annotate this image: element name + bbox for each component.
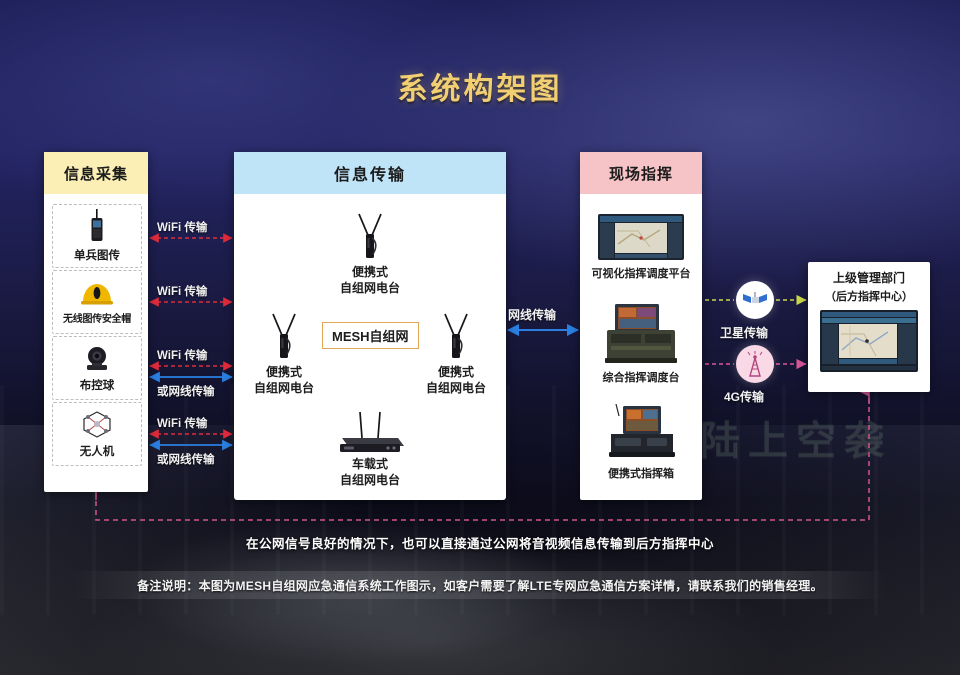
drone-icon: [83, 411, 111, 438]
page-title: 系统构架图: [397, 73, 563, 106]
upper-authority-subtitle: （后方指挥中心）: [825, 291, 913, 303]
portable-command-case-icon: [609, 404, 675, 457]
panel-collect-header: 信息采集: [44, 152, 148, 194]
signal-tower-icon: [747, 351, 763, 377]
command-item-portable-case[interactable]: 便携式指挥箱: [586, 404, 696, 481]
ptz-camera-icon: [87, 347, 107, 370]
transmit-node-label-1: 便携式: [265, 365, 302, 379]
background-watermark: 陆上空袭: [700, 419, 892, 463]
transmit-node-label-2: 自组网电台: [253, 381, 314, 395]
footnote-text: 备注说明：本图为MESH自组网应急通信系统工作图示，如客户需要了解LTE专网应急…: [72, 571, 888, 599]
map-dispatch-screen-icon: [820, 310, 918, 372]
link-label-wifi-4: WiFi 传输: [157, 418, 208, 430]
satellite-icon: [743, 292, 767, 303]
panel-upper-authority: 上级管理部门 （后方指挥中心）: [808, 262, 930, 392]
collect-item-drone[interactable]: 无人机: [52, 402, 142, 466]
panel-transmit-header: 信息传输: [234, 152, 506, 194]
link-label-lan-center: 网线传输: [508, 308, 557, 322]
link-label-lan-3: 或网线传输: [157, 386, 215, 398]
collect-item-helmet[interactable]: 无线图传安全帽: [52, 270, 142, 334]
command-console-icon: [605, 304, 677, 363]
link-label-wifi-3: WiFi 传输: [157, 350, 208, 362]
transmit-node-bottom[interactable]: 车载式 自组网电台: [320, 410, 420, 488]
portable-radio-icon: [358, 213, 382, 258]
link-label-wifi-1: WiFi 传输: [157, 222, 208, 234]
handheld-radio-icon: [91, 209, 103, 241]
transmit-node-label-1: 车载式: [351, 457, 388, 471]
safety-helmet-icon: [81, 283, 113, 304]
command-item-label: 综合指挥调度台: [602, 372, 680, 384]
transmit-node-label-2: 自组网电台: [425, 381, 486, 395]
upper-authority-title: 上级管理部门: [832, 271, 905, 285]
transmit-node-top[interactable]: 便携式 自组网电台: [320, 212, 420, 296]
link-label-wifi-2: WiFi 传输: [157, 286, 208, 298]
collect-item-label: 单兵图传: [74, 250, 120, 262]
dispatch-monitor-icon: [598, 214, 684, 260]
public-network-caption: 在公网信号良好的情况下，也可以直接通过公网将音视频信息传输到后方指挥中心: [245, 537, 714, 551]
transmit-node-label-2: 自组网电台: [339, 281, 400, 295]
satellite-icon-badge: [736, 281, 774, 319]
transmit-node-label-1: 便携式: [351, 265, 388, 279]
panel-information-collection: 信息采集 单兵图传 无线图传安全帽: [44, 152, 148, 492]
collect-item-label: 无线图传安全帽: [63, 313, 131, 325]
link-label-satellite: 卫星传输: [720, 326, 769, 340]
command-item-command-console[interactable]: 综合指挥调度台: [586, 304, 696, 385]
link-label-4g: 4G传输: [724, 390, 765, 404]
collect-item-ptz-camera[interactable]: 布控球: [52, 336, 142, 400]
panel-information-transmission: 信息传输 便携式 自组网电台: [234, 152, 506, 500]
transmit-node-left[interactable]: 便携式 自组网电台: [238, 312, 330, 396]
collect-item-handheld[interactable]: 单兵图传: [52, 204, 142, 268]
link-label-lan-4: 或网线传输: [157, 454, 215, 466]
mobile-tower-icon-badge: [736, 345, 774, 383]
transmit-node-label-1: 便携式: [437, 365, 474, 379]
collect-item-label: 布控球: [79, 380, 115, 392]
command-item-label: 便携式指挥箱: [608, 468, 674, 480]
transmit-node-label-2: 自组网电台: [339, 473, 400, 487]
collect-item-label: 无人机: [79, 446, 115, 458]
vehicle-radio-icon: [340, 411, 404, 452]
panel-command-header: 现场指挥: [580, 152, 702, 194]
transmit-node-right[interactable]: 便携式 自组网电台: [410, 312, 502, 396]
command-item-dispatch-platform[interactable]: 可视化指挥调度平台: [586, 214, 696, 281]
panel-onsite-command: 现场指挥 可视化指挥调度平台: [580, 152, 702, 500]
portable-radio-icon: [272, 313, 296, 358]
wifi-link-lines: [149, 233, 233, 439]
mesh-network-box[interactable]: MESH自组网: [322, 322, 419, 349]
command-item-label: 可视化指挥调度平台: [591, 268, 691, 280]
portable-radio-icon: [444, 313, 468, 358]
